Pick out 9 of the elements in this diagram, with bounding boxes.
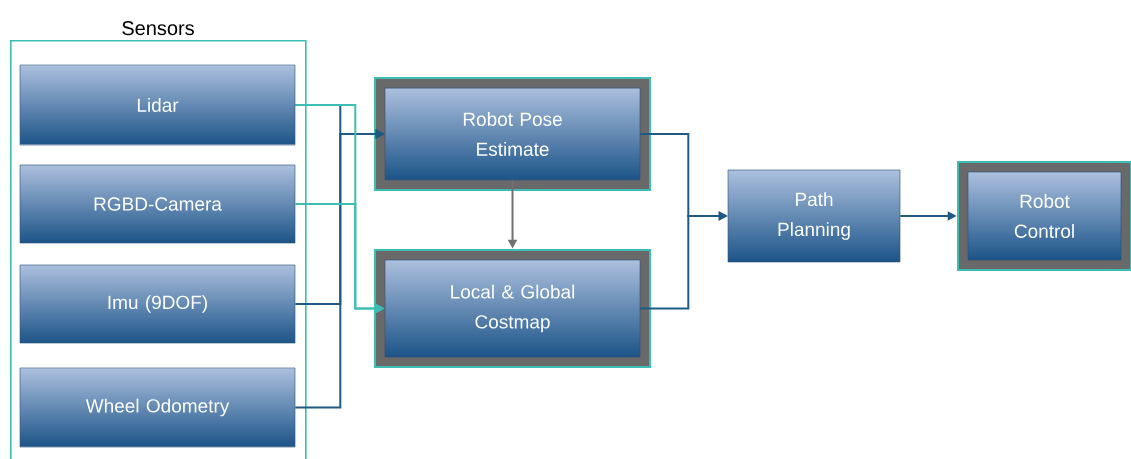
framed-process-box: Robot Pose Estimate: [374, 77, 651, 191]
process-box: Path Planning: [727, 169, 901, 263]
process-box: RGBD-Camera: [19, 164, 296, 244]
group-heading: Sensors: [122, 21, 194, 36]
framed-process-box: Local & Global Costmap: [374, 249, 651, 368]
process-box: Wheel Odometry: [19, 367, 296, 448]
framed-process-box: Robot Control: [957, 161, 1131, 271]
process-box: Imu (9DOF): [19, 264, 296, 344]
process-box: Lidar: [19, 64, 296, 146]
